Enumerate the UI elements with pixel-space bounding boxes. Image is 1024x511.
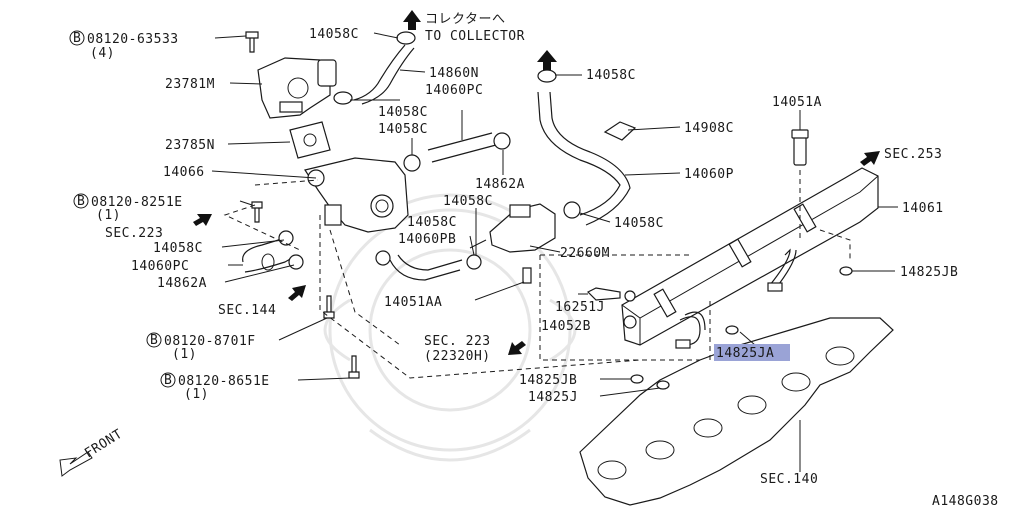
clamp-14058c-top[interactable] — [537, 69, 557, 83]
label-14825jb-right[interactable]: 14825JB — [900, 265, 958, 280]
clamp-14058c-low[interactable] — [375, 250, 391, 266]
hose-14060pc-lower[interactable] — [242, 237, 293, 273]
fuel-rail-14061[interactable] — [621, 167, 879, 346]
label-qty-1a: (1) — [96, 208, 121, 223]
hose-14060p[interactable] — [537, 91, 631, 226]
label-23781m[interactable]: 23781M — [165, 77, 215, 92]
label-sec223-mid[interactable]: SEC. 223 — [424, 334, 491, 349]
bolt-14051aa[interactable] — [522, 267, 532, 284]
bolt-16251j[interactable] — [586, 287, 636, 302]
label-14051a[interactable]: 14051A — [772, 95, 822, 110]
egr-valve-23781m[interactable] — [257, 57, 337, 119]
label-14862a-mid[interactable]: 14862A — [475, 177, 525, 192]
leader-lines — [211, 32, 898, 472]
svg-text:B: B — [73, 31, 81, 46]
label-14060p[interactable]: 14060P — [684, 167, 734, 182]
clamp-14908c[interactable] — [603, 121, 637, 141]
label-to-collector: TO COLLECTOR — [425, 29, 525, 44]
label-14052b[interactable]: 14052B — [541, 319, 591, 334]
label-14058c-left[interactable]: 14058C — [153, 241, 203, 256]
label-14058c-collector[interactable]: 14058C — [309, 27, 359, 42]
label-14058c-pb[interactable]: 14058C — [443, 194, 493, 209]
label-qty-4: (4) — [90, 46, 115, 61]
svg-text:B: B — [164, 373, 172, 388]
clamp-14058c-left[interactable] — [278, 230, 294, 246]
label-qty-1c: (1) — [184, 387, 209, 402]
arrow-sec223-mid — [508, 341, 526, 355]
gasket-14825jb-right[interactable] — [839, 266, 853, 276]
label-14051aa[interactable]: 14051AA — [384, 295, 442, 310]
gasket-14825j[interactable] — [656, 380, 670, 390]
label-14061[interactable]: 14061 — [902, 201, 944, 216]
b-marker-8251e: B — [73, 193, 89, 209]
bolt-08120-63533[interactable] — [245, 31, 259, 53]
clamp-14862a-left[interactable] — [288, 254, 304, 270]
clamp-14862a-mid[interactable] — [493, 132, 511, 150]
hose-14860n[interactable] — [353, 44, 415, 105]
label-14825j[interactable]: 14825J — [528, 390, 578, 405]
rail-pipes[interactable] — [675, 248, 797, 349]
label-sec140[interactable]: SEC.140 — [760, 472, 818, 487]
label-14825jb-left[interactable]: 14825JB — [519, 373, 577, 388]
arrow-up-hose — [537, 50, 557, 70]
label-08120-8251e[interactable]: 08120-8251E — [91, 195, 183, 210]
label-sec144[interactable]: SEC.144 — [218, 303, 276, 318]
label-14060pc-lower[interactable]: 14060PC — [131, 259, 189, 274]
label-14060pb[interactable]: 14060PB — [398, 232, 456, 247]
label-14908c[interactable]: 14908C — [684, 121, 734, 136]
label-sec253[interactable]: SEC.253 — [884, 147, 942, 162]
clamp-14058c-collector[interactable] — [396, 31, 416, 45]
bolt-08120-8701f[interactable] — [323, 295, 335, 319]
svg-text:B: B — [77, 194, 85, 209]
b-marker-8651e: B — [160, 372, 176, 388]
clamp-14058c-pb[interactable] — [466, 254, 482, 270]
bolt-08120-8651e[interactable] — [348, 355, 360, 379]
label-14058c-low[interactable]: 14058C — [407, 215, 457, 230]
egr-body-14066[interactable] — [304, 157, 409, 233]
arrow-to-collector — [403, 10, 421, 30]
hose-14060pb[interactable] — [389, 254, 463, 281]
label-qty-1b: (1) — [172, 347, 197, 362]
label-16251j[interactable]: 16251J — [555, 300, 605, 315]
label-08120-8701f[interactable]: 08120-8701F — [164, 334, 256, 349]
watermark-emblem — [323, 193, 577, 462]
label-08120-63533[interactable]: 08120-63533 — [87, 32, 179, 47]
label-14860n[interactable]: 14860N — [429, 66, 479, 81]
sensor-22660m[interactable] — [469, 203, 556, 253]
label-sec223-left[interactable]: SEC.223 — [105, 226, 163, 241]
label-23785n[interactable]: 23785N — [165, 138, 215, 153]
label-08120-8651e[interactable]: 08120-8651E — [178, 374, 270, 389]
label-22320h: (22320H) — [424, 349, 491, 364]
label-front: FRONT — [82, 427, 125, 462]
label-14058c-top[interactable]: 14058C — [586, 68, 636, 83]
label-14060pc-upper[interactable]: 14060PC — [425, 83, 483, 98]
svg-text:B: B — [150, 333, 158, 348]
front-arrow-icon — [59, 451, 93, 477]
label-14058c-egr[interactable]: 14058C — [378, 105, 428, 120]
gasket-23785n[interactable] — [289, 121, 331, 159]
hose-14060pc-upper[interactable] — [427, 132, 497, 163]
b-marker-63533: B — [69, 30, 85, 46]
label-14066[interactable]: 14066 — [163, 165, 205, 180]
b-marker-8701f: B — [146, 332, 162, 348]
bolt-14051a[interactable] — [791, 118, 809, 166]
arrow-sec253 — [860, 151, 880, 166]
label-22660m[interactable]: 22660M — [560, 246, 610, 261]
label-14825ja[interactable]: 14825JA — [716, 346, 774, 361]
clamp-14058c-mid[interactable] — [403, 154, 421, 172]
label-14058c-right[interactable]: 14058C — [614, 216, 664, 231]
arrow-sec223-left — [193, 214, 212, 226]
highlight-14825ja — [714, 344, 790, 361]
clamp-14058c-right[interactable] — [563, 201, 581, 219]
label-collector-jp: コレクターへ — [425, 12, 505, 27]
gasket-14825ja[interactable] — [725, 325, 739, 335]
arrow-sec144 — [288, 285, 306, 301]
label-14862a-left[interactable]: 14862A — [157, 276, 207, 291]
diagram-code: A148G038 — [932, 494, 999, 509]
label-14058c-mid[interactable]: 14058C — [378, 122, 428, 137]
clamp-14058c-egr[interactable] — [333, 91, 353, 105]
gasket-14825jb-left[interactable] — [630, 374, 644, 384]
